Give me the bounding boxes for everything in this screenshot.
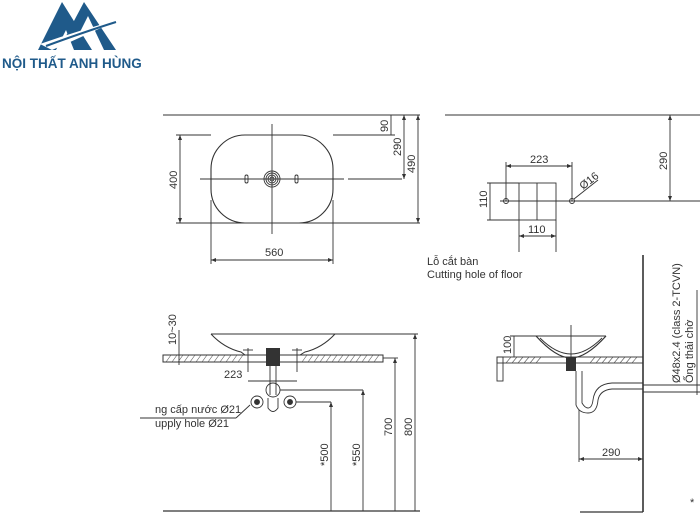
dim-tap-diameter: Ø16 [577,170,601,192]
dim-depth-400: 400 [168,171,180,189]
cutting-hole-label-vi: Lỗ cắt bàn [427,255,478,268]
cutting-hole-label-en: Cutting hole of floor [427,269,523,281]
dim-height-700: 700 [383,418,395,436]
dim-offset-90: 90 [379,120,391,132]
drain-pipe-label: Ống thải chờ [682,320,696,383]
supply-hole-label-en: upply hole Ø21 [155,418,229,430]
dim-counter-thickness: 10~30 [167,314,179,345]
dim-offset-490: 490 [406,155,418,173]
supply-hole-label-vi: ng cấp nước Ø21 [155,404,241,416]
dim-offset-290: 290 [392,138,404,156]
dim-hole-width-110: 110 [528,224,546,236]
brand-name: NỘI THẤT ANH HÙNG [2,56,142,71]
dim-height-800: 800 [403,418,415,436]
dim-wall-offset-290: 290 [658,152,670,170]
drain-pipe-spec: Ø48x2.4 (class 2-TCVN) [671,263,683,383]
dim-front-tap-spacing: 223 [224,369,242,381]
dim-width-560: 560 [265,247,283,259]
footnote-mark: * [690,497,695,509]
brand-logo: NỘI THẤT ANH HÙNG [0,0,180,80]
dim-height-550: *550 [351,443,363,466]
mountain-a-logo-icon [38,2,118,50]
dim-basin-height-100: 100 [502,336,514,354]
dim-tap-spacing-223: 223 [530,154,548,166]
dim-hole-height-110: 110 [478,190,490,208]
dim-trap-offset-290: 290 [602,447,620,459]
dim-height-500: *500 [319,443,331,466]
